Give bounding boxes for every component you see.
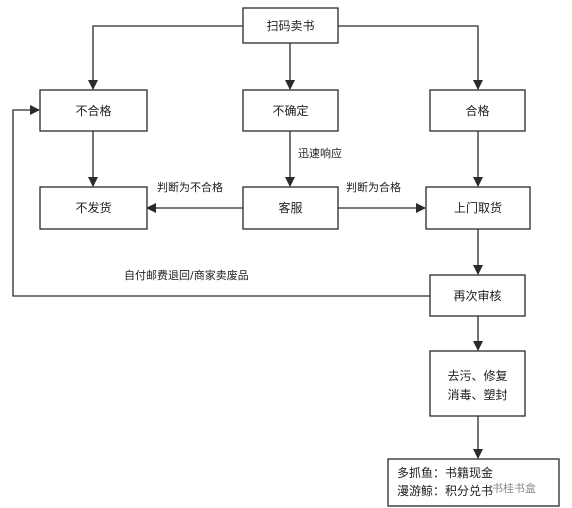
watermark: 书桂书盒: [492, 481, 536, 495]
edge-scan-to-qualified: [338, 25, 483, 90]
svg-text:客服: 客服: [278, 200, 302, 215]
svg-text:消毒、塑封: 消毒、塑封: [447, 387, 507, 402]
edge-scan-to-unqualified: [88, 25, 243, 90]
svg-text:漫游鲸：积分兑书: 漫游鲸：积分兑书: [397, 483, 493, 498]
label-quick-response: 迅速响应: [298, 146, 342, 160]
svg-text:不确定: 不确定: [272, 103, 308, 118]
svg-text:再次审核: 再次审核: [453, 288, 501, 303]
svg-text:不合格: 不合格: [75, 103, 111, 118]
node-final: 多抓鱼：书籍现金 漫游鲸：积分兑书: [387, 458, 560, 507]
label-judged-unqualified: 判断为不合格: [157, 180, 223, 194]
node-door-pickup: 上门取货: [425, 186, 531, 230]
svg-text:合格: 合格: [465, 103, 489, 118]
label-judged-qualified: 判断为合格: [346, 180, 401, 194]
node-no-ship: 不发货: [39, 186, 148, 230]
node-unqualified: 不合格: [39, 89, 148, 132]
svg-text:多抓鱼：书籍现金: 多抓鱼：书籍现金: [397, 465, 493, 480]
node-customer-service: 客服: [242, 186, 339, 230]
svg-text:上门取货: 上门取货: [454, 200, 502, 215]
svg-text:去污、修复: 去污、修复: [447, 368, 507, 383]
nodes: 扫码卖书 不合格 不确定 合格 不发货 客服 上门取货 再次审核: [39, 7, 560, 507]
svg-text:不发货: 不发货: [75, 200, 111, 215]
edge-labels: 迅速响应 判断为不合格 判断为合格 自付邮费退回/商家卖废品: [124, 146, 401, 282]
edge-recheck-return-loop: [12, 105, 430, 297]
label-return-note: 自付邮费退回/商家卖废品: [124, 268, 249, 282]
node-clean: 去污、修复 消毒、塑封: [429, 350, 526, 417]
node-uncertain: 不确定: [242, 89, 339, 132]
node-recheck: 再次审核: [429, 274, 526, 317]
edges: [12, 25, 483, 459]
svg-text:扫码卖书: 扫码卖书: [266, 19, 314, 33]
node-qualified: 合格: [429, 89, 526, 132]
node-scan-sell: 扫码卖书: [242, 7, 339, 44]
